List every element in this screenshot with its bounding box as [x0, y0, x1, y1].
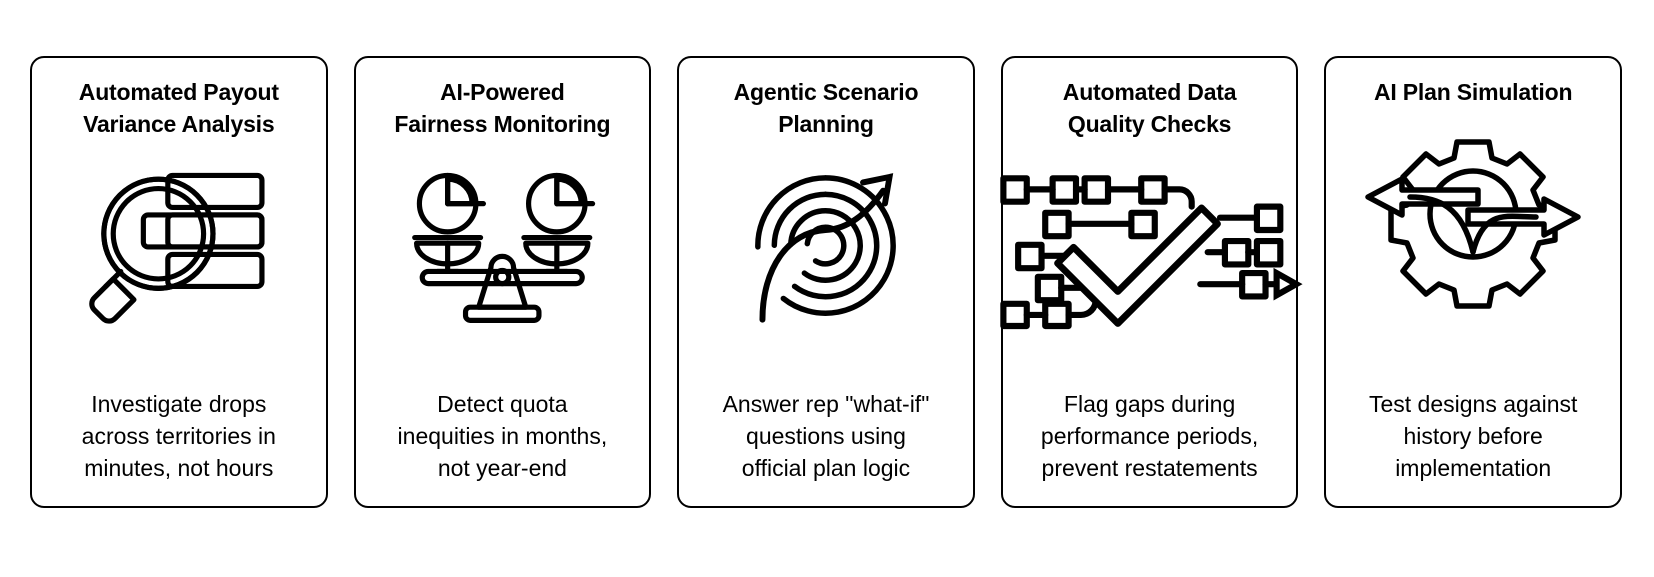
card-description: Answer rep "what-if" questions using off… [723, 388, 930, 484]
card-title-line: Automated Data [1062, 79, 1237, 105]
feature-card-ai-powered-fairness-monitoring[interactable]: AI-Powered Fairness Monitoring [353, 56, 652, 508]
card-title: Automated Payout Variance Analysis [79, 76, 279, 140]
target-rings-with-arrow-icon [683, 166, 969, 326]
card-description-line: implementation [1395, 455, 1552, 481]
card-title: AI-Powered Fairness Monitoring [394, 76, 610, 140]
feature-card-automated-data-quality-checks[interactable]: Automated Data Quality Checks [1000, 56, 1303, 508]
card-title: Agentic Scenario Planning [734, 76, 919, 140]
balance-scale-with-pie-charts-icon [360, 166, 646, 326]
checkmark-over-node-network-icon [1000, 166, 1303, 330]
card-title: AI Plan Simulation [1374, 76, 1573, 108]
card-title-line: Agentic Scenario [733, 79, 919, 105]
card-description-line: Flag gaps during [1063, 391, 1236, 417]
gear-with-bidirectional-arrows-icon [1330, 134, 1616, 309]
feature-card-grid: Automated Payout Variance Analysis In [30, 56, 1622, 508]
card-description-line: performance periods, [1040, 423, 1259, 449]
card-description: Investigate drops across territories in … [82, 388, 276, 484]
feature-card-ai-plan-simulation[interactable]: AI Plan Simulation Test designs against … [1324, 56, 1622, 508]
card-description-line: minutes, not hours [84, 455, 274, 481]
card-description: Detect quota inequities in months, not y… [398, 388, 608, 484]
card-description-line: official plan logic [741, 455, 911, 481]
card-title-line: Variance Analysis [83, 111, 275, 137]
card-description-line: prevent restatements [1041, 455, 1258, 481]
feature-card-agentic-scenario-planning[interactable]: Agentic Scenario Planning Answer rep "wh… [677, 56, 975, 508]
card-title-line: Fairness Monitoring [394, 111, 611, 137]
feature-card-automated-payout-variance-analysis[interactable]: Automated Payout Variance Analysis In [30, 56, 328, 508]
card-description-line: not year-end [437, 455, 567, 481]
card-description: Test designs against history before impl… [1369, 388, 1577, 484]
card-description-line: Detect quota [437, 391, 568, 417]
card-title-line: Planning [778, 111, 874, 137]
card-description-line: Answer rep "what-if" [722, 391, 930, 417]
card-title: Automated Data Quality Checks [1063, 76, 1237, 140]
card-description-line: Investigate drops [91, 391, 267, 417]
card-description-line: questions using [746, 423, 906, 449]
card-title-line: AI Plan Simulation [1374, 79, 1573, 105]
card-title-line: Quality Checks [1067, 111, 1232, 137]
card-description-line: across territories in [81, 423, 276, 449]
card-description-line: inequities in months, [397, 423, 608, 449]
card-title-line: Automated Payout [78, 79, 279, 105]
card-description-line: history before [1403, 423, 1543, 449]
card-title-line: AI-Powered [440, 79, 565, 105]
card-description-line: Test designs against [1368, 391, 1578, 417]
magnifier-over-coin-stack-icon [36, 166, 322, 326]
card-description: Flag gaps during performance periods, pr… [1041, 388, 1258, 484]
